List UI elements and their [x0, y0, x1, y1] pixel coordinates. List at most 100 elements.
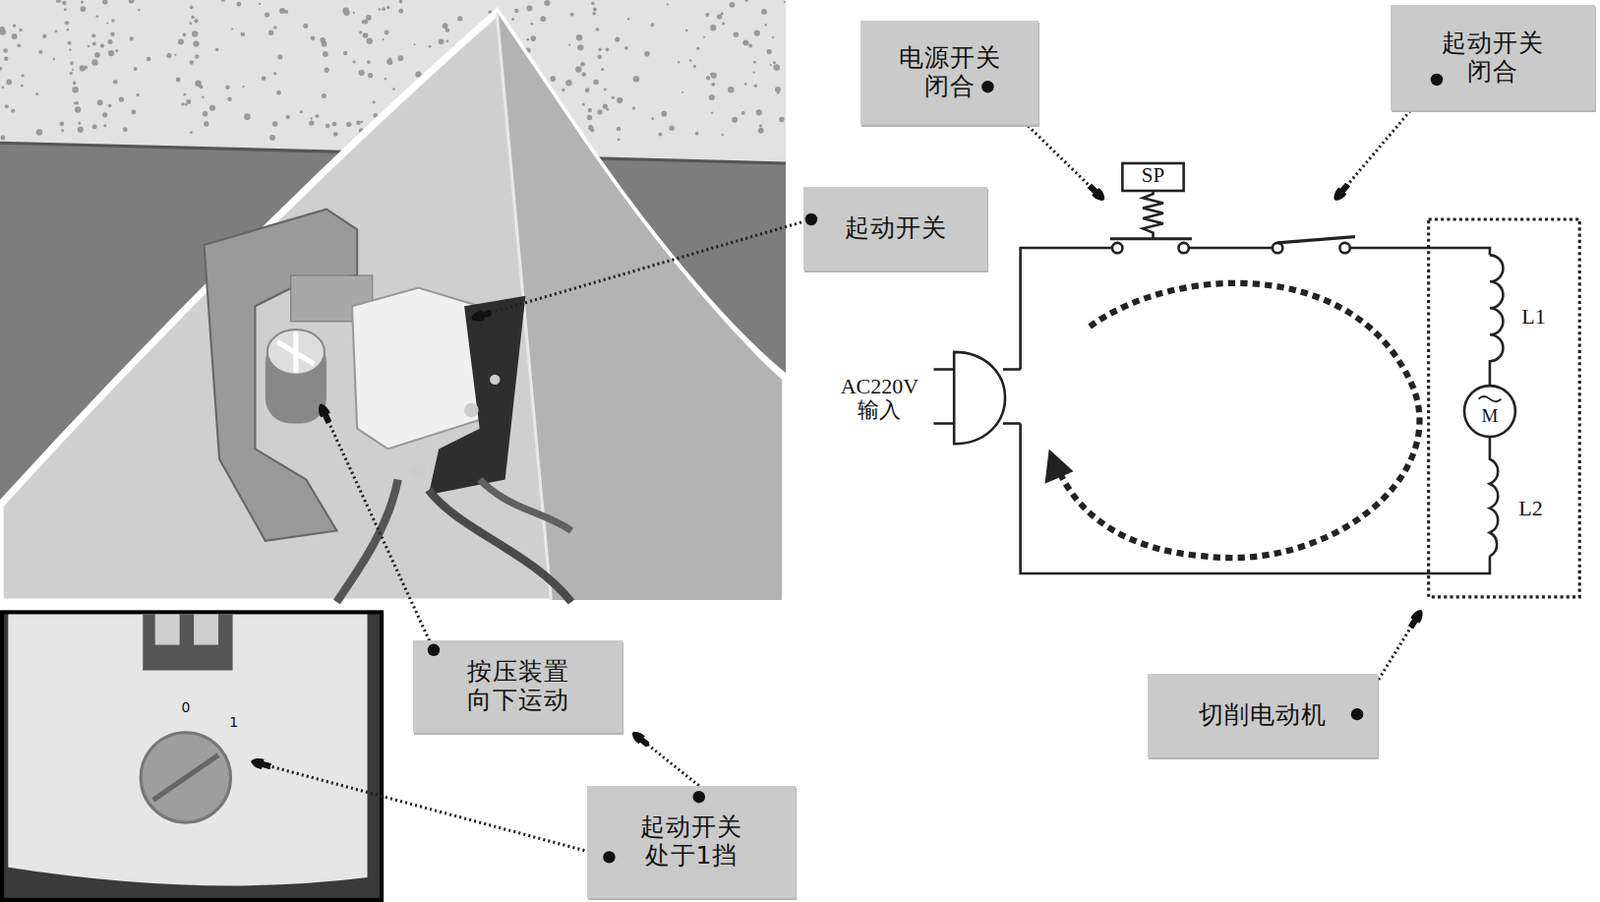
ceiling-texture — [772, 60, 776, 64]
callout-box: 起动开关 处于1挡 — [587, 785, 797, 898]
dial-inset-photo — [7, 613, 367, 886]
ceiling-texture — [10, 110, 13, 113]
ceiling-texture — [352, 59, 356, 63]
ceiling-texture — [611, 96, 615, 100]
ceiling-texture — [146, 57, 152, 62]
machine-photo — [428, 489, 572, 602]
ceiling-texture — [190, 15, 195, 20]
motor-symbol — [1464, 254, 1516, 556]
ceiling-texture — [644, 51, 651, 58]
ceiling-texture — [756, 109, 763, 116]
ceiling-texture — [651, 23, 655, 28]
ceiling-texture — [277, 54, 283, 60]
ceiling-texture — [108, 39, 114, 45]
ceiling-texture — [243, 113, 251, 120]
ceiling-texture — [110, 32, 115, 37]
ceiling-texture — [180, 102, 184, 106]
dial-inset-photo — [142, 613, 233, 670]
ceiling-texture — [333, 131, 339, 137]
ceiling-texture — [709, 94, 715, 101]
ceiling-texture — [201, 96, 205, 100]
current-loop-arrow — [1059, 283, 1420, 558]
ceiling-texture — [778, 117, 785, 123]
ceiling-texture — [264, 11, 270, 17]
ceiling-texture — [3, 56, 9, 61]
power-switch-symbol — [1110, 237, 1192, 240]
ceiling-texture — [442, 22, 449, 29]
ceiling-texture — [200, 85, 204, 89]
start-switch-symbol — [1272, 242, 1283, 253]
ceiling-texture — [565, 79, 572, 86]
ceiling-texture — [71, 68, 74, 71]
ceiling-texture — [102, 112, 108, 118]
ceiling-texture — [95, 14, 99, 18]
ceiling-texture — [0, 135, 6, 141]
leader-line — [250, 79, 1437, 857]
start-switch-symbol — [1339, 242, 1350, 253]
leader-dot — [427, 73, 1443, 864]
ceiling-texture — [603, 87, 607, 91]
ceiling-texture — [588, 124, 593, 130]
ceiling-texture — [543, 0, 550, 6]
machine-photo — [411, 464, 426, 479]
ceiling-texture — [384, 77, 388, 81]
ceiling-texture — [71, 86, 79, 94]
ceiling-texture — [353, 11, 356, 14]
ceiling-texture — [384, 29, 390, 35]
ceiling-texture — [744, 82, 748, 86]
ceiling-texture — [309, 117, 313, 120]
machine-photo — [336, 479, 398, 602]
ceiling-texture — [122, 126, 128, 132]
power-plug-symbol — [953, 352, 1006, 444]
ceiling-texture — [616, 97, 623, 104]
ceiling-texture — [600, 67, 604, 71]
ceiling-texture — [203, 120, 209, 126]
ceiling-texture — [215, 48, 220, 53]
ceiling-texture — [118, 97, 124, 103]
ceiling-texture — [42, 34, 47, 39]
dial-inset-photo — [140, 732, 231, 823]
ceiling-texture — [54, 29, 58, 33]
ceiling-texture — [703, 36, 706, 39]
ceiling-texture — [5, 79, 12, 86]
ceiling-texture — [592, 79, 599, 86]
ceiling-texture — [668, 124, 675, 131]
ceiling-texture — [128, 0, 135, 3]
leader-dot — [693, 790, 706, 803]
ceiling-texture — [731, 117, 738, 123]
leader-line — [471, 219, 812, 319]
ceiling-texture — [754, 83, 759, 88]
ceiling-texture — [91, 33, 96, 38]
ceiling-texture — [576, 34, 583, 41]
circuit-wiring — [1003, 247, 1490, 574]
power-switch-symbol — [1122, 163, 1184, 191]
ceiling-texture — [100, 43, 105, 48]
ceiling-texture — [342, 7, 350, 15]
ceiling-texture — [108, 104, 113, 109]
ceiling-texture — [74, 106, 81, 113]
ceiling-texture — [343, 51, 349, 57]
circuit-wiring — [1020, 422, 1490, 573]
power-switch-symbol — [1110, 163, 1192, 253]
ceiling-texture — [65, 28, 69, 32]
callout-text: 切削电动机 — [1198, 701, 1327, 730]
ceiling-texture — [695, 131, 700, 136]
ceiling-texture — [72, 81, 77, 86]
callout-box: 按压装置 向下运动 — [413, 640, 623, 732]
ceiling-texture — [358, 69, 365, 76]
callout-text: 起动开关 闭合 — [1436, 29, 1549, 87]
ceiling-texture — [308, 119, 314, 125]
ceiling-texture — [362, 19, 368, 25]
ceiling-texture — [773, 63, 781, 71]
ceiling-texture — [18, 28, 22, 32]
ceiling-texture — [365, 14, 372, 21]
ceiling-texture — [530, 35, 536, 42]
ceiling-texture — [189, 130, 193, 134]
ceiling-texture — [16, 43, 21, 48]
current-loop-arrow — [1045, 448, 1074, 483]
machine-photo — [489, 374, 500, 385]
ceiling-texture — [362, 32, 369, 39]
ceiling-texture — [446, 39, 450, 43]
ceiling-texture — [710, 24, 716, 31]
